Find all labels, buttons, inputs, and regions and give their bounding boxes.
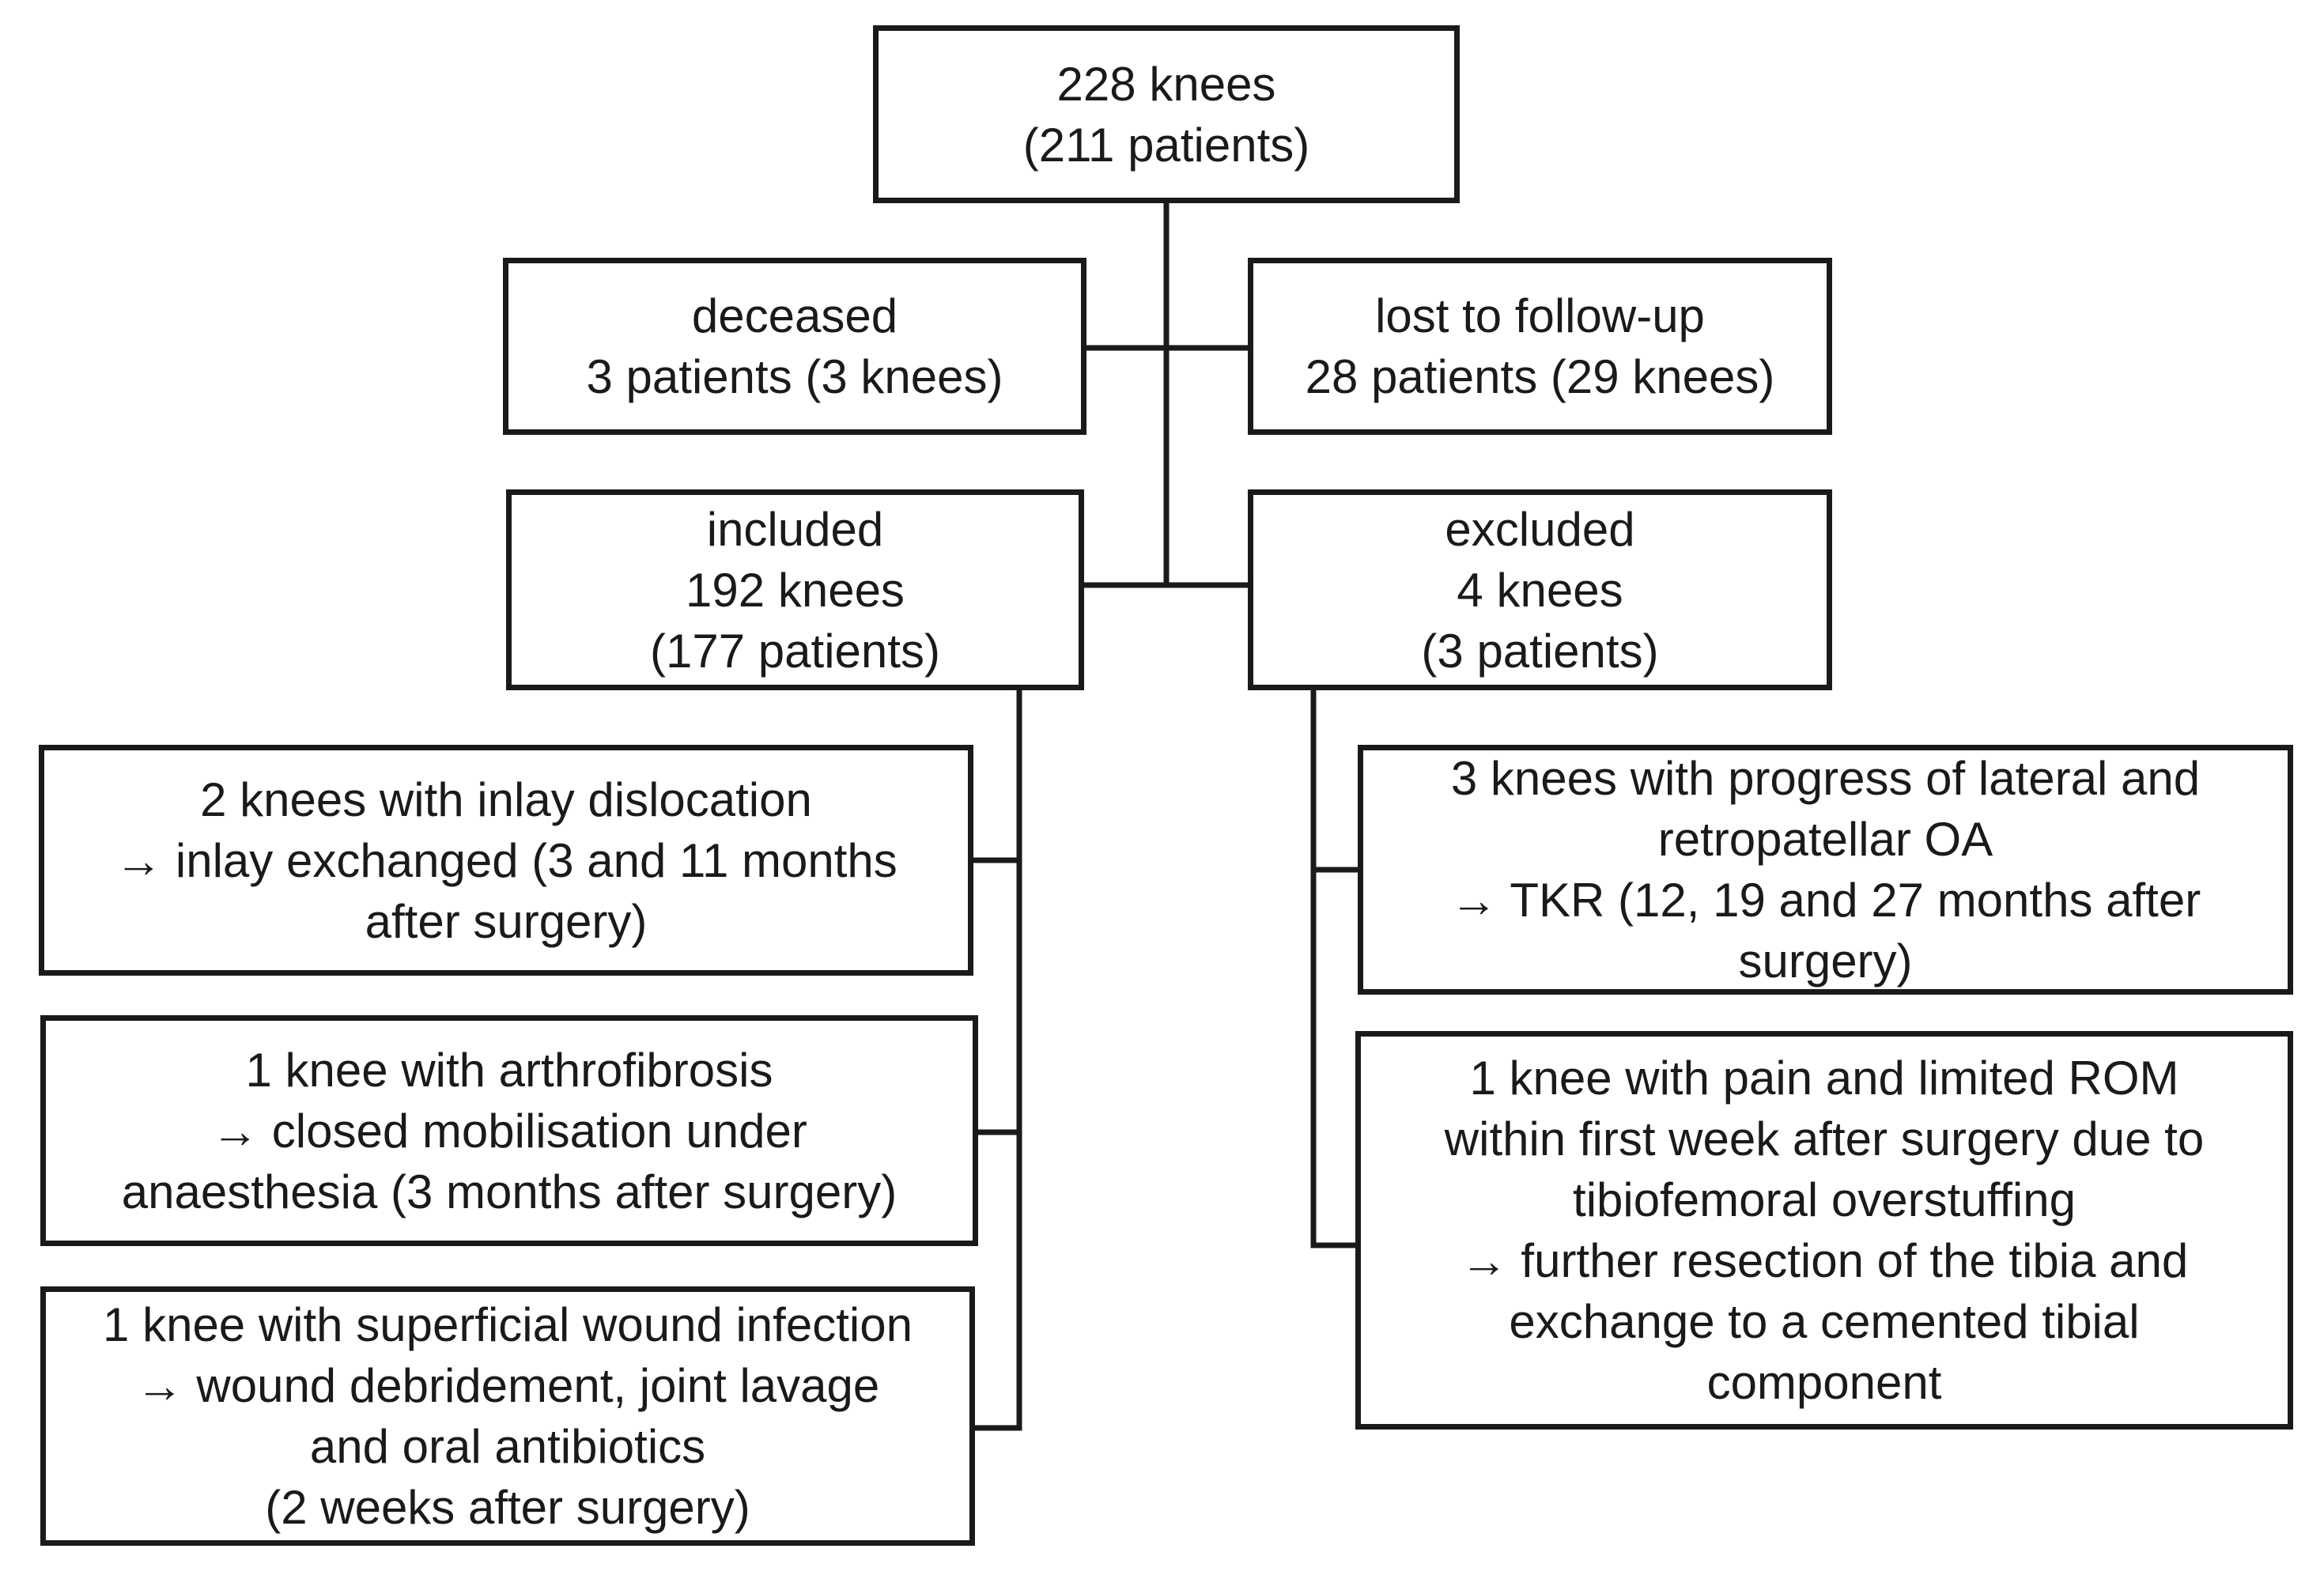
overstuffing-box: 1 knee with pain and limited ROM within … <box>1355 1031 2293 1430</box>
deceased-count: 3 patients (3 knees) <box>586 350 1003 403</box>
box-text-line: and oral antibiotics <box>309 1420 706 1473</box>
box-text-line: → closed mobilisation under <box>211 1104 807 1158</box>
box-text-line: retropatellar OA <box>1657 813 1993 866</box>
excluded-patients: (3 patients) <box>1421 624 1659 678</box>
excluded-knees: 4 knees <box>1457 563 1623 617</box>
box-text-line: component <box>1706 1356 1942 1409</box>
arthrofibrosis-box: 1 knee with arthrofibrosis → closed mobi… <box>40 1015 978 1246</box>
box-text-line: (2 weeks after surgery) <box>265 1481 750 1534</box>
deceased-title: deceased <box>691 289 898 342</box>
included-patients: (177 patients) <box>650 624 940 678</box>
box-text-line: → wound debridement, joint lavage <box>135 1359 880 1412</box>
total-knees-label: 228 knees <box>1056 57 1276 111</box>
excluded-box: excluded 4 knees (3 patients) <box>1248 489 1832 690</box>
wound-infection-box: 1 knee with superficial wound infection … <box>40 1286 975 1546</box>
box-text-line: 1 knee with pain and limited ROM <box>1469 1052 2179 1105</box>
lost-to-follow-up-box: lost to follow-up 28 patients (29 knees) <box>1248 258 1832 435</box>
box-text-line: 1 knee with superficial wound infection <box>103 1298 913 1351</box>
total-knees-box: 228 knees (211 patients) <box>873 25 1460 203</box>
oa-progress-box: 3 knees with progress of lateral and ret… <box>1358 745 2293 995</box>
deceased-box: deceased 3 patients (3 knees) <box>503 258 1086 435</box>
included-knees: 192 knees <box>686 563 905 617</box>
lost-title: lost to follow-up <box>1375 289 1705 342</box>
box-text-line: exchange to a cemented tibial <box>1509 1295 2140 1348</box>
inlay-dislocation-box: 2 knees with inlay dislocation → inlay e… <box>39 745 973 976</box>
lost-count: 28 patients (29 knees) <box>1305 350 1775 403</box>
box-text-line: tibiofemoral overstuffing <box>1573 1173 2076 1226</box>
box-text-line: within first week after surgery due to <box>1444 1112 2205 1165</box>
included-title: included <box>706 502 884 556</box>
box-text-line: 3 knees with progress of lateral and <box>1450 752 2201 805</box>
excluded-title: excluded <box>1445 502 1635 556</box>
box-text-line: after surgery) <box>365 894 648 948</box>
box-text-line: → TKR (12, 19 and 27 months after <box>1449 874 2201 927</box>
box-text-line: anaesthesia (3 months after surgery) <box>121 1165 897 1218</box>
box-text-line: surgery) <box>1738 935 1913 988</box>
box-text-line: 1 knee with arthrofibrosis <box>245 1043 773 1097</box>
box-text-line: 2 knees with inlay dislocation <box>200 772 812 826</box>
box-text-line: → inlay exchanged (3 and 11 months <box>115 833 897 887</box>
total-patients-label: (211 patients) <box>1022 118 1310 172</box>
box-text-line: → further resection of the tibia and <box>1460 1234 2189 1287</box>
included-box: included 192 knees (177 patients) <box>506 489 1084 690</box>
